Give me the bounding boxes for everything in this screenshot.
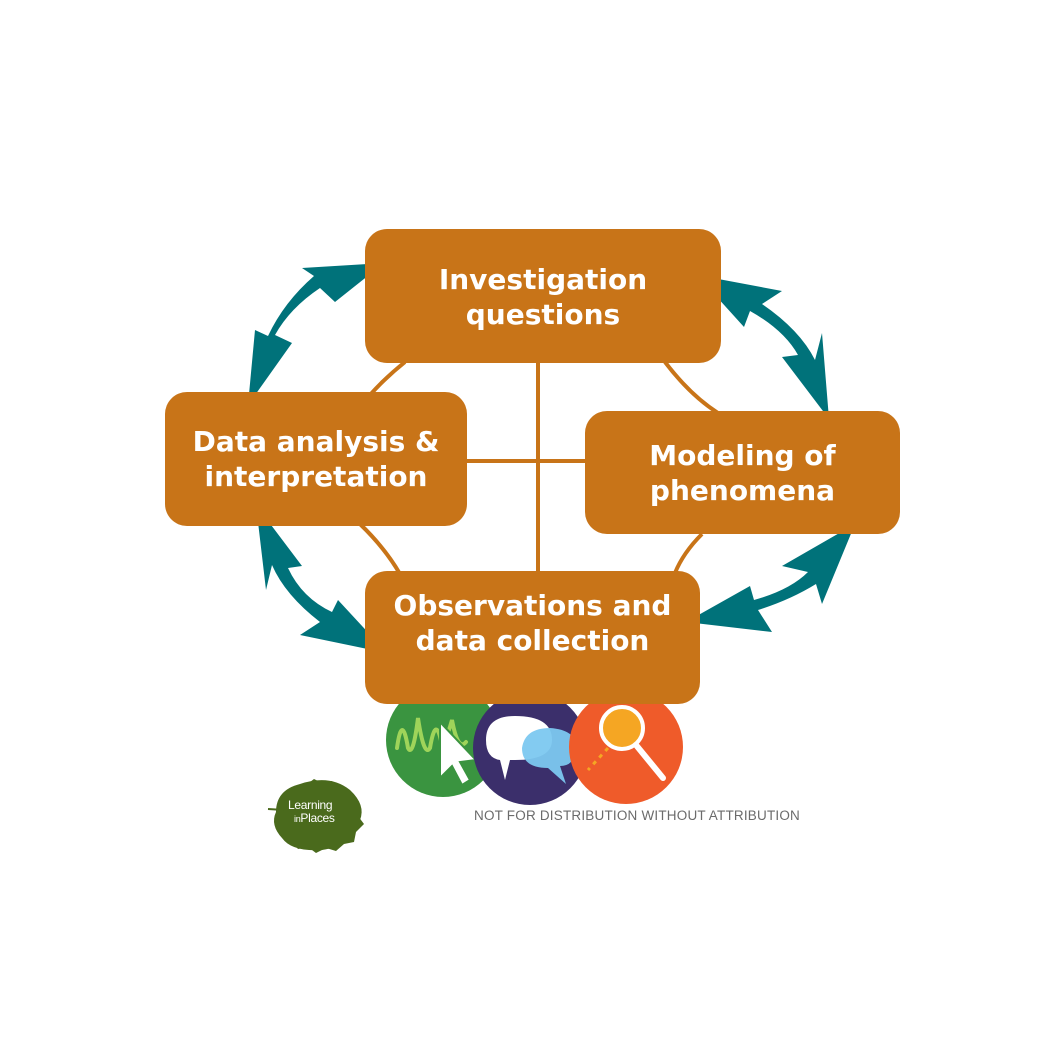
- modeling-phenomena-label: Modeling of phenomena: [649, 438, 836, 507]
- logo-line-2-small: in: [294, 814, 301, 824]
- magnifier-icon: [569, 690, 683, 804]
- learning-in-places-logo: Learning inPlaces: [278, 799, 335, 826]
- connector-arc-top-right: [663, 360, 720, 415]
- cycle-arrows: [248, 263, 855, 653]
- arrow-modeling-observations: [686, 524, 855, 632]
- arrow-investigation-modeling: [697, 275, 829, 419]
- learning-in-places-logo-leaf: [267, 779, 364, 853]
- data-analysis-label: Data analysis & interpretation: [192, 425, 440, 493]
- speech-bubbles-icon: [473, 691, 587, 805]
- investigation-questions-box: Investigation questions: [365, 229, 721, 363]
- observations-box: Observations and data collection: [365, 571, 700, 704]
- connector-arc-bottom-right: [673, 532, 704, 574]
- data-analysis-box: Data analysis & interpretation: [165, 392, 467, 526]
- arrow-analysis-investigation: [248, 263, 384, 405]
- investigation-questions-label: Investigation questions: [438, 263, 648, 331]
- arrow-observations-analysis: [256, 505, 387, 653]
- logo-line-2: inPlaces: [294, 812, 335, 826]
- attribution-notice: NOT FOR DISTRIBUTION WITHOUT ATTRIBUTION: [474, 808, 800, 823]
- observations-label: Observations and data collection: [393, 588, 672, 657]
- logo-line-1: Learning: [288, 798, 333, 812]
- connector-arc-bottom-left: [358, 522, 402, 575]
- logo-line-2-main: Places: [300, 811, 335, 825]
- modeling-phenomena-box: Modeling of phenomena: [585, 411, 900, 534]
- graph-cursor-icon: [386, 683, 500, 797]
- connector-arc-top-left: [368, 360, 407, 397]
- icon-row: [386, 683, 683, 805]
- connector-lines: [358, 360, 720, 575]
